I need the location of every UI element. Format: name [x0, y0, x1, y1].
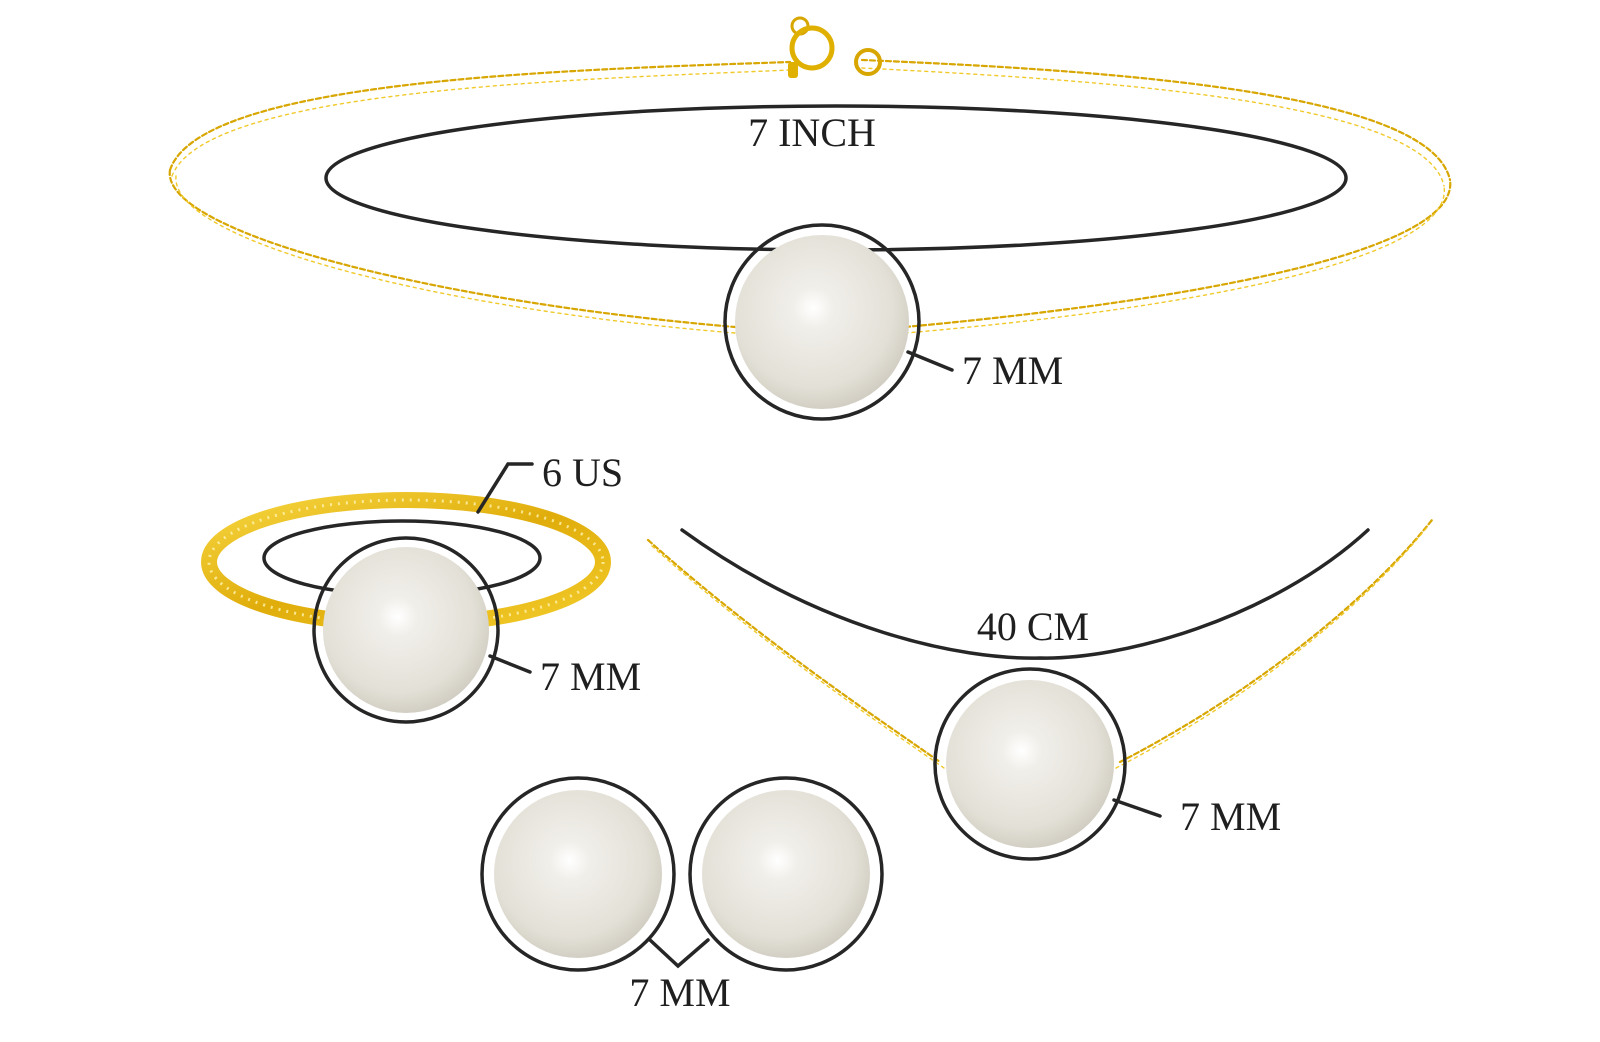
necklace: 40 CM 7 MM	[646, 518, 1434, 861]
earring-right-outline	[688, 776, 884, 972]
bracelet-pearl-outline	[723, 223, 921, 421]
bracelet-chain	[168, 58, 1452, 334]
bracelet: 7 INCH 7 MM	[168, 16, 1452, 421]
ring-pearl	[323, 547, 489, 713]
necklace-length-label: 40 CM	[977, 604, 1089, 649]
earring-right-pearl	[702, 790, 870, 958]
necklace-length-arc	[680, 528, 1370, 660]
earrings-pearl-label: 7 MM	[629, 970, 730, 1015]
necklace-chain	[646, 518, 1434, 769]
necklace-pearl-outline	[933, 667, 1127, 861]
necklace-pearl-leader	[1112, 798, 1162, 818]
earrings-leader	[648, 938, 710, 969]
ring-pearl-leader	[488, 654, 532, 674]
bracelet-pearl	[735, 235, 909, 409]
ring-pearl-label: 7 MM	[540, 654, 641, 699]
bracelet-length-label: 7 INCH	[748, 110, 876, 155]
bracelet-pearl-leader	[906, 350, 954, 372]
ring-size-label: 6 US	[542, 450, 623, 495]
bracelet-pearl-label: 7 MM	[962, 348, 1063, 393]
bracelet-clasp	[788, 16, 882, 78]
ring-size-leader	[476, 462, 534, 514]
earring-left-outline	[480, 776, 676, 972]
necklace-pearl-label: 7 MM	[1180, 794, 1281, 839]
ring-pearl-outline	[312, 536, 500, 724]
earrings: 7 MM	[480, 776, 884, 1015]
necklace-pearl	[946, 680, 1114, 848]
earring-left-pearl	[494, 790, 662, 958]
ring: 6 US 7 MM	[201, 450, 641, 724]
